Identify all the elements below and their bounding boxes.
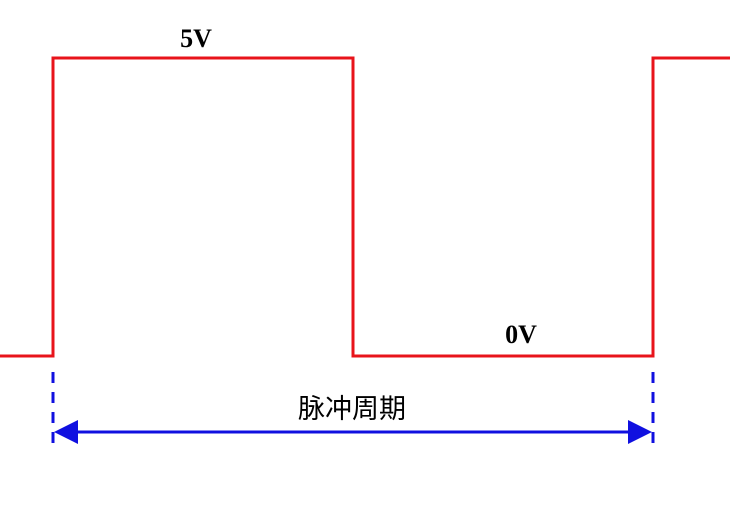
- period-arrow-right-head: [628, 420, 652, 444]
- period-label: 脉冲周期: [298, 394, 406, 425]
- low-level-label: 0V: [505, 320, 537, 349]
- square-wave-signal: [0, 56, 730, 358]
- period-arrow-left-head: [54, 420, 78, 444]
- high-level-label: 5V: [180, 24, 212, 53]
